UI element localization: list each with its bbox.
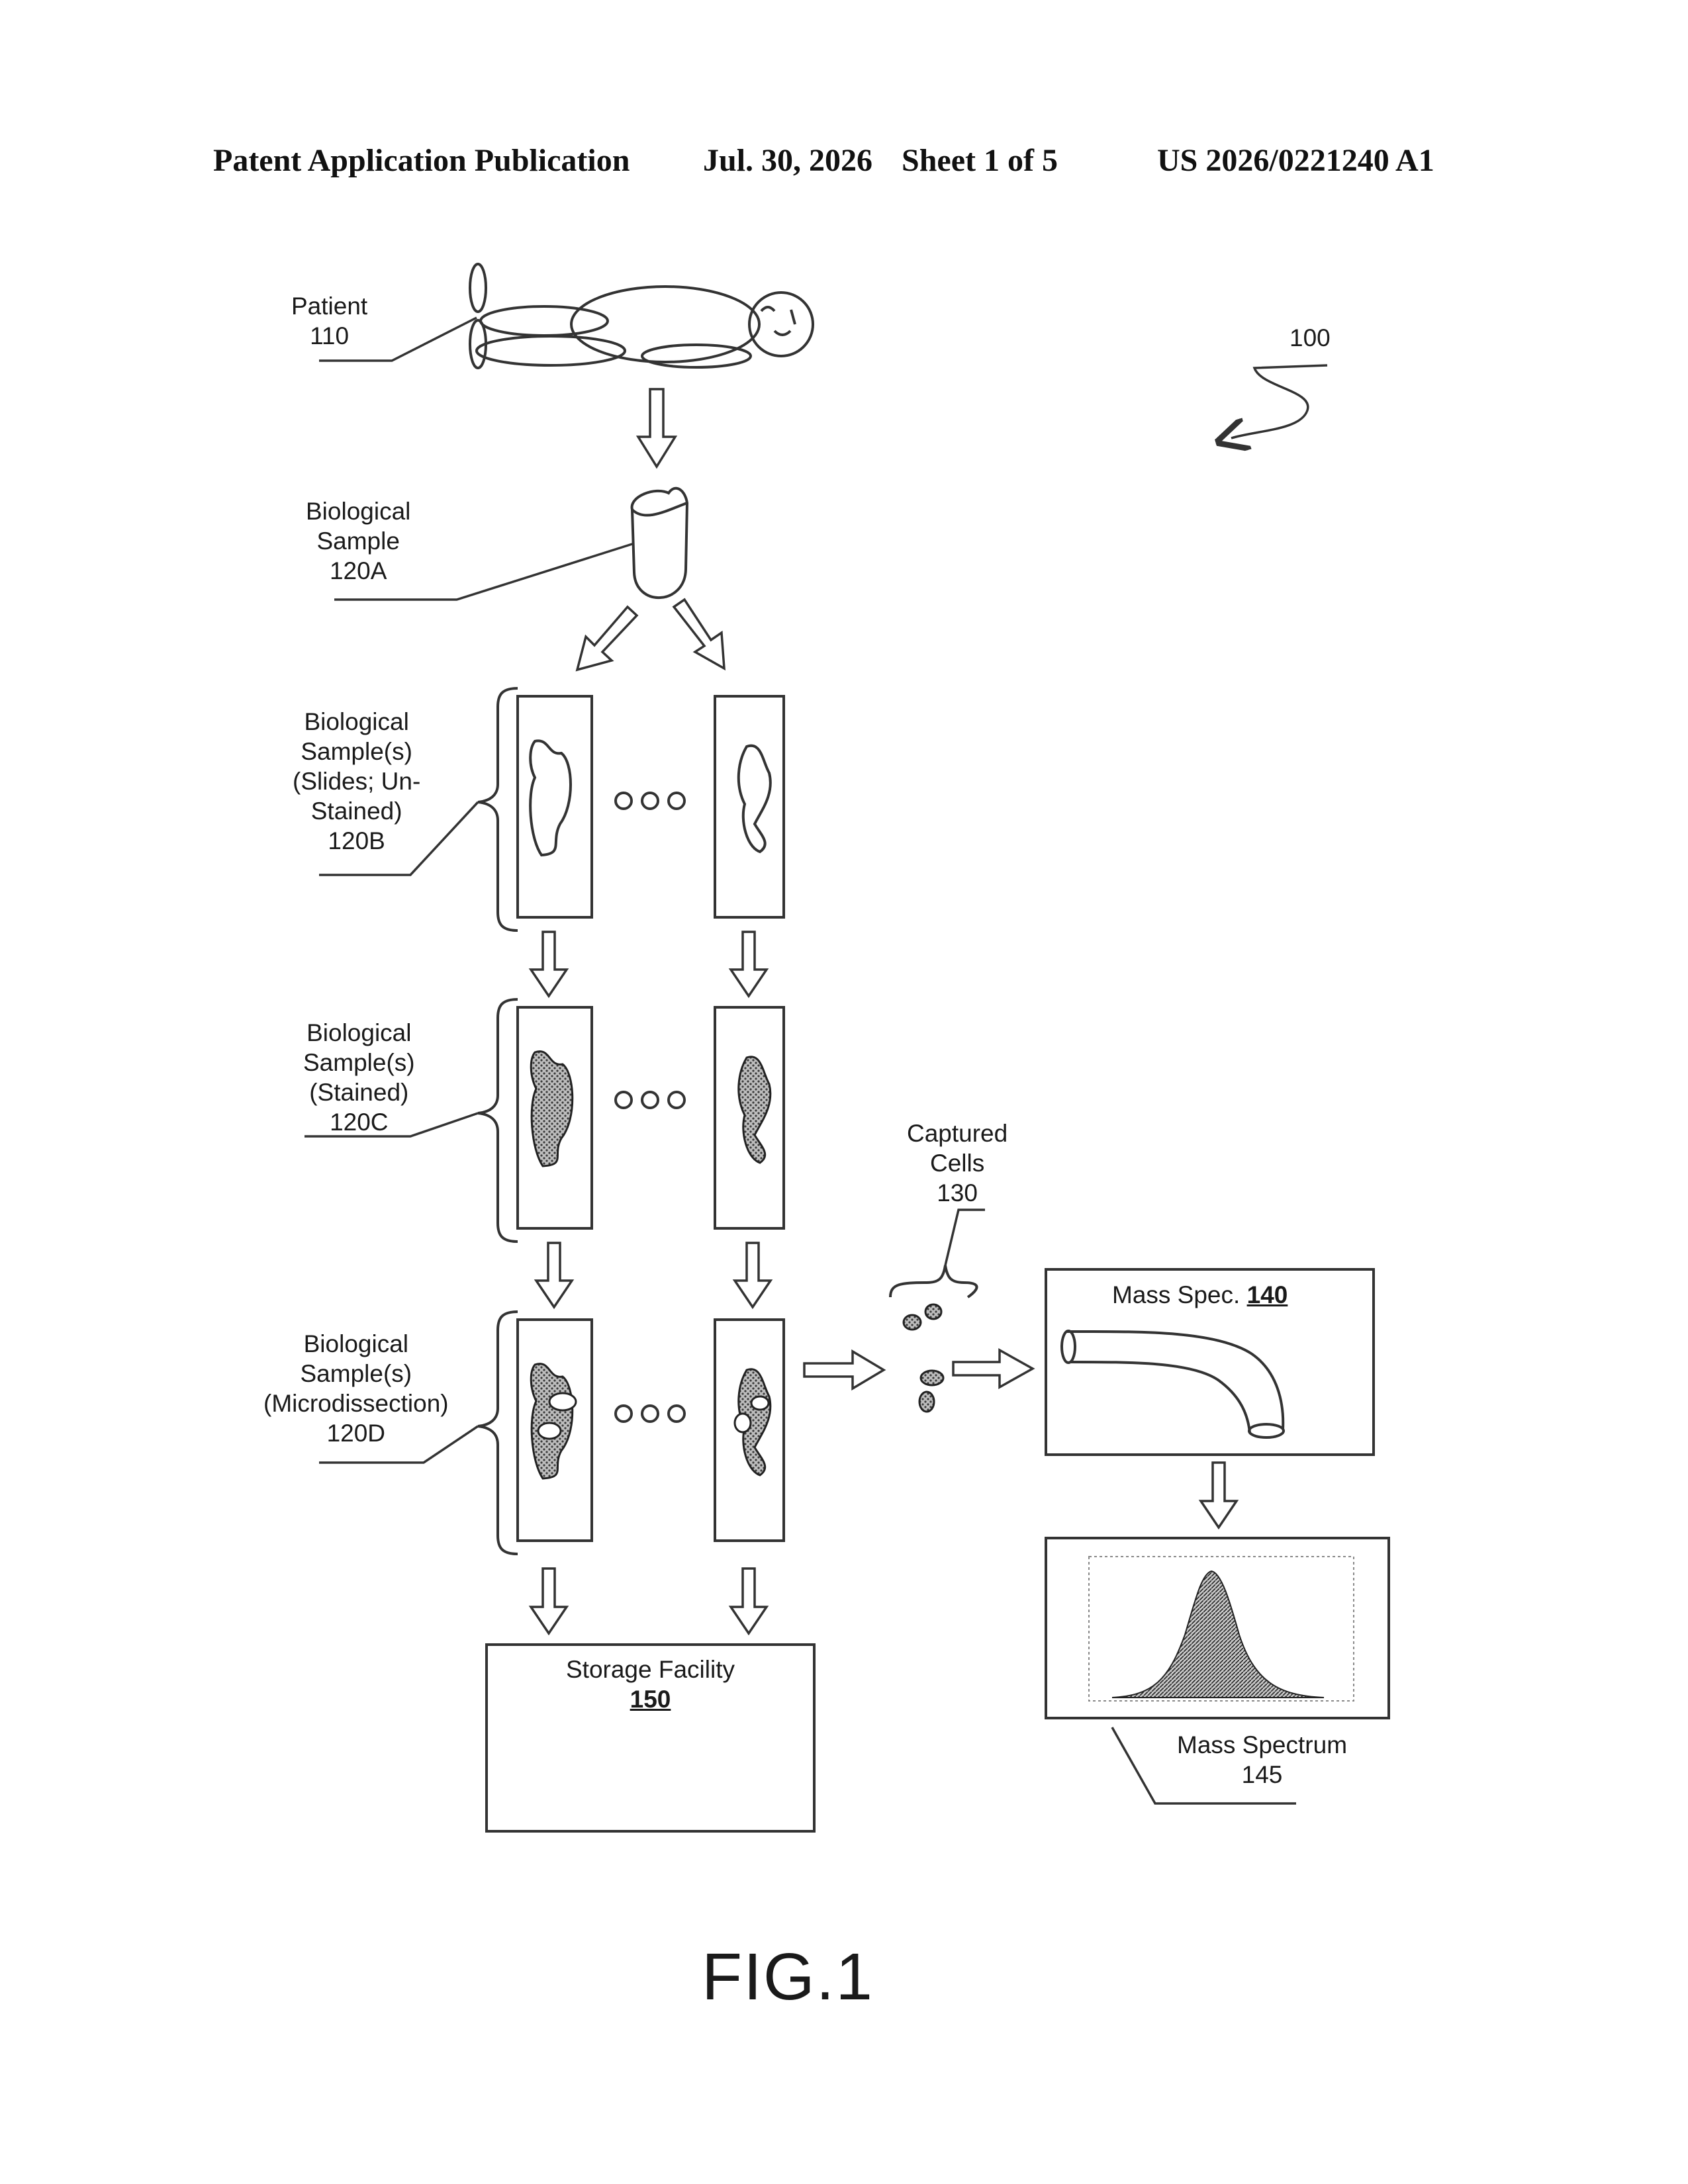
label-patient: Patient 110 [291,291,367,351]
label-130-line2: Cells [907,1148,1008,1178]
figure-label: FIG.1 [702,1939,874,2015]
tissue-outline-right-b [739,746,771,852]
label-120b-line1: Biological [293,707,420,737]
label-120c-line1: Biological [303,1018,415,1048]
label-120a-line1: Biological [306,496,410,526]
label-ref-100: 100 [1289,323,1331,353]
label-120c-line3: (Stained) [303,1077,415,1107]
label-mass-spec-ref: 140 [1247,1281,1288,1308]
tissue-stained-left-c [531,1052,573,1166]
label-120d-line1: Biological [263,1329,449,1359]
label-mass-spec-text: Mass Spec. [1112,1281,1240,1308]
label-120c-ref: 120C [303,1107,415,1137]
mass-spectrum-peak [1112,1571,1324,1698]
tissue-dissected-left-d [531,1364,573,1479]
tissue-outline-left-b [530,741,571,855]
label-mass-spectrum: Mass Spectrum 145 [1177,1730,1347,1790]
label-patient-text: Patient [291,291,367,321]
label-120c-line2: Sample(s) [303,1048,415,1077]
label-captured-cells: Captured Cells 130 [907,1118,1008,1208]
tissue-stained-right-c [739,1057,771,1163]
label-120a-ref: 120A [306,556,410,586]
label-120d-line3: (Microdissection) [263,1388,449,1418]
label-120a-line2: Sample [306,526,410,556]
label-sample-120c: Biological Sample(s) (Stained) 120C [303,1018,415,1137]
label-sample-120a: Biological Sample 120A [306,496,410,586]
mass-spec-tube [1062,1331,1284,1437]
label-120b-line3: (Slides; Un- [293,766,420,796]
label-120d-line2: Sample(s) [263,1359,449,1388]
label-120b-line2: Sample(s) [293,737,420,766]
label-120d-ref: 120D [263,1418,449,1448]
label-120b-ref: 120B [293,826,420,856]
sample-vial [632,488,687,598]
label-130-line1: Captured [907,1118,1008,1148]
patient-illustration [470,264,813,368]
label-mass-spec: Mass Spec. 140 [1112,1280,1288,1310]
label-145-ref: 145 [1177,1760,1347,1790]
label-sample-120b: Biological Sample(s) (Slides; Un- Staine… [293,707,420,856]
label-sample-120d: Biological Sample(s) (Microdissection) 1… [263,1329,449,1448]
label-120b-line4: Stained) [293,796,420,826]
label-patient-ref: 110 [291,321,367,351]
label-storage-text: Storage Facility [487,1655,814,1684]
label-storage-facility: Storage Facility 150 [487,1655,814,1714]
label-storage-ref: 150 [487,1684,814,1714]
label-145-line1: Mass Spectrum [1177,1730,1347,1760]
label-130-ref: 130 [907,1178,1008,1208]
